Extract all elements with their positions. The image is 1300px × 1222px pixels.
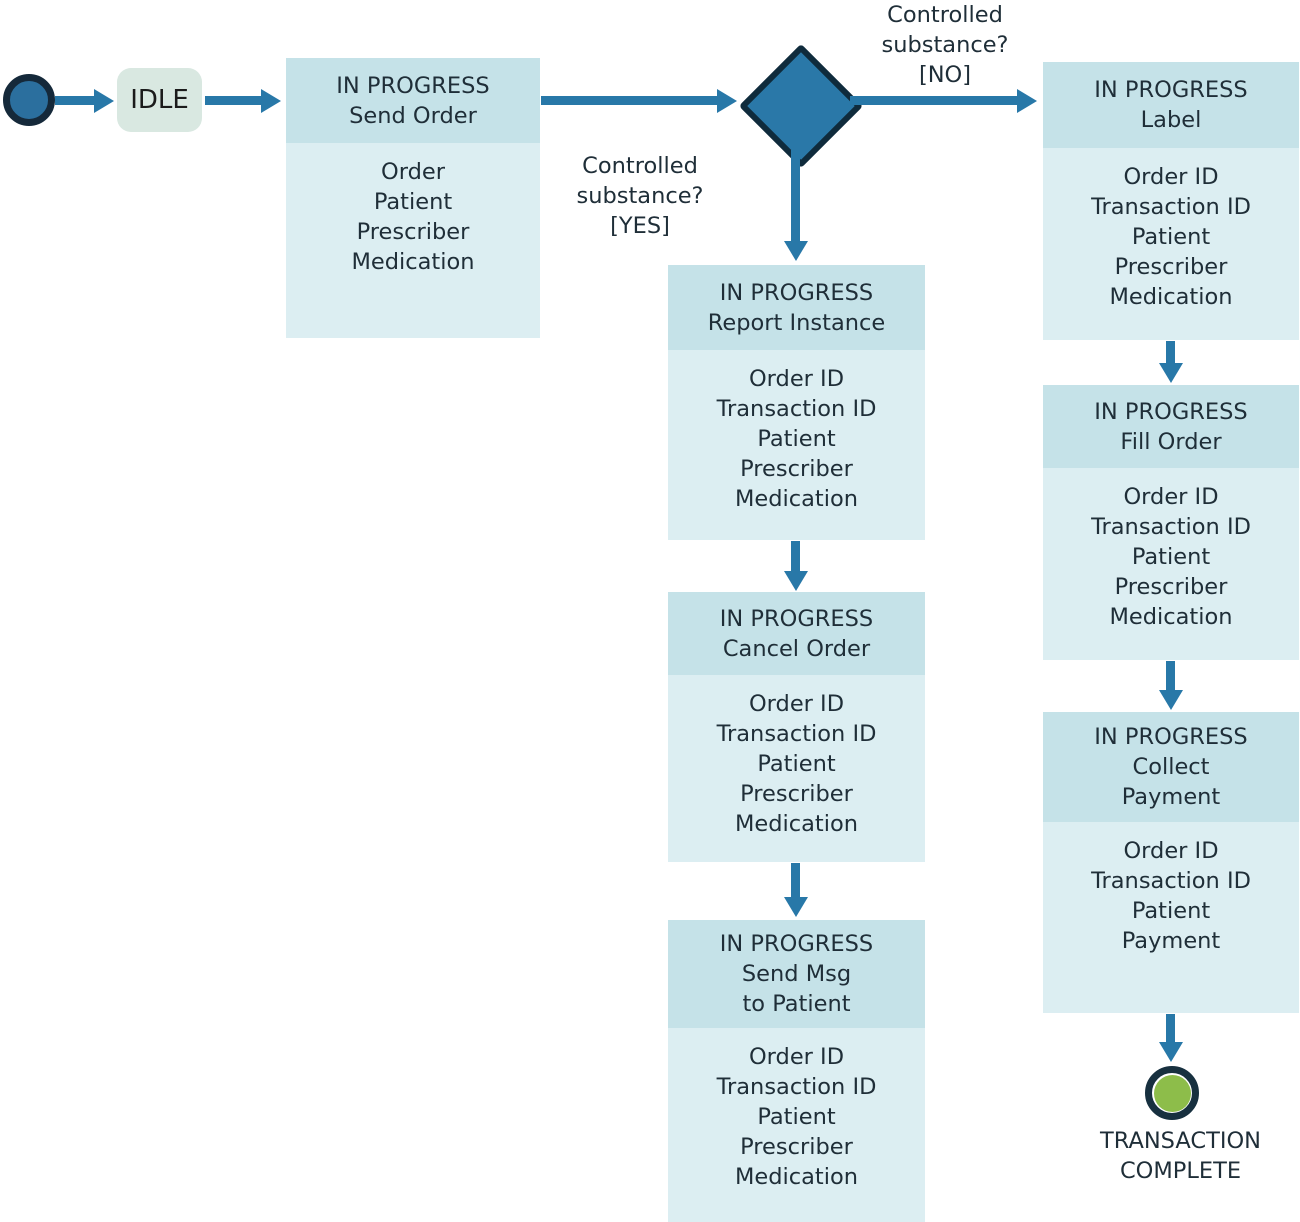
start-state-icon xyxy=(3,74,55,126)
arrow-decision-to-label xyxy=(850,96,1018,105)
arrow-fill-order-to-collect-payment xyxy=(1166,661,1175,691)
arrow-label-to-fill-order xyxy=(1166,341,1175,364)
arrow-start-to-idle xyxy=(55,96,95,105)
arrow-idle-to-send-order xyxy=(205,96,262,105)
arrow-decision-to-report-instance xyxy=(791,150,800,242)
arrow-cancel-order-to-send-msg xyxy=(791,863,800,898)
decision-controlled-substance xyxy=(738,43,864,169)
arrow-send-order-to-decision xyxy=(541,96,718,105)
end-state-icon xyxy=(1145,1066,1199,1120)
arrow-collect-payment-to-end xyxy=(1166,1014,1175,1043)
state-node-idle: IDLE xyxy=(117,68,202,132)
arrow-report-instance-to-cancel-order xyxy=(791,541,800,572)
end-state-dot xyxy=(1153,1074,1191,1112)
